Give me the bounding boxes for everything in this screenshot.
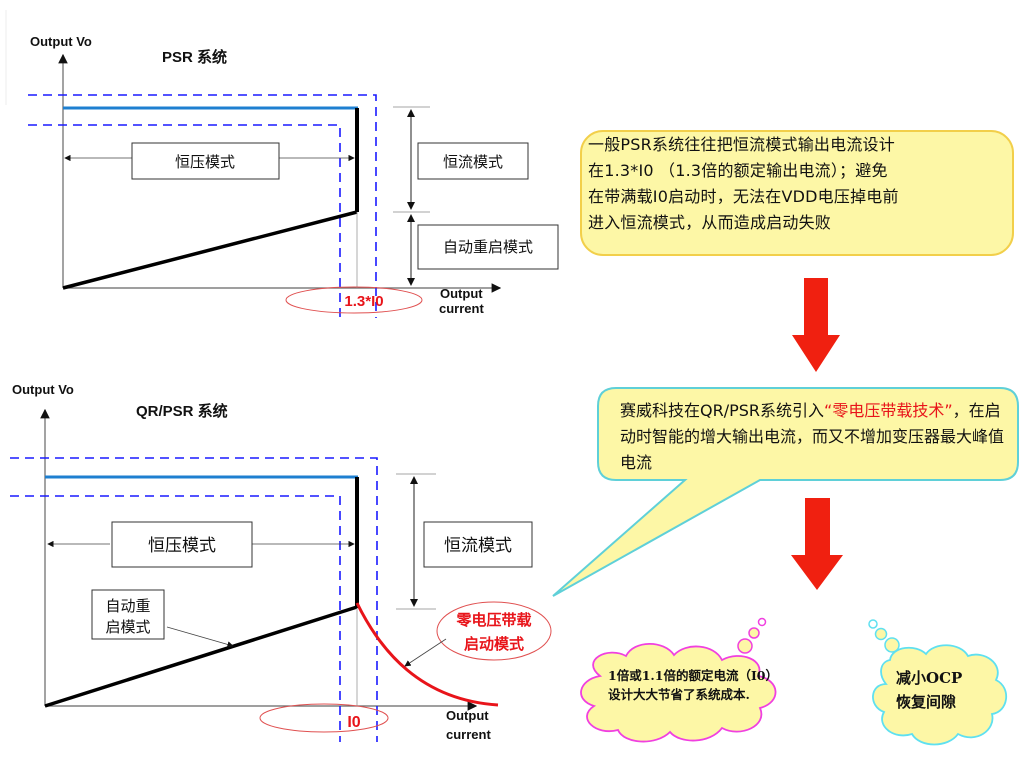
- auto-restart-pointer: [166, 626, 234, 648]
- top-dashed-inner: [28, 124, 341, 318]
- bottom-auto-restart-label-1: 自动重: [105, 597, 150, 615]
- note2-text: 赛威科技在QR/PSR系统引入“零电压带载技术”，在启动时智能的增大输出电流，而…: [620, 398, 1015, 476]
- zero-voltage-ellipse: [436, 601, 552, 661]
- note1-line: 在1.3*I0 （1.3倍的额定输出电流）；避免: [588, 161, 888, 180]
- note2-highlight: “零电压带载技术”: [824, 401, 953, 420]
- note2-prefix: 赛威科技在QR/PSR系统引入: [620, 401, 825, 420]
- bottom-dashed-outer: [10, 457, 378, 742]
- bottom-marker-ellipse: [259, 703, 389, 733]
- bottom-diagram: Output Vo QR/PSR 系统 恒压模式 恒流模式 自动重 启模式 零电…: [10, 382, 552, 742]
- bottom-cv-mode-box: [111, 521, 253, 568]
- top-x-axis-label-2: current: [439, 301, 484, 316]
- bottom-x-axis-label-2: current: [446, 727, 491, 742]
- bottom-auto-restart-label-2: 启模式: [105, 618, 150, 636]
- top-cc-mode-label: 恒流模式: [443, 153, 503, 171]
- top-diagram: Output Vo PSR 系统 恒压模式 恒流模式 自动重启模式 1.3*I0…: [5, 10, 559, 318]
- bottom-title: QR/PSR 系统: [136, 402, 228, 420]
- note1-box: [580, 130, 1014, 256]
- bottom-cv-mode-label: 恒压模式: [148, 536, 216, 556]
- bottom-cc-mode-box: [423, 521, 533, 568]
- bottom-zero-voltage-curve: [355, 602, 499, 707]
- top-y-axis-label: Output Vo: [30, 34, 92, 49]
- note1-line: 进入恒流模式，从而造成启动失败: [588, 213, 832, 232]
- cloud2-line-1: 减小OCP: [896, 669, 963, 687]
- bottom-dashed-inner: [10, 495, 341, 742]
- zero-voltage-pointer: [404, 638, 447, 667]
- top-cv-mode-box: [131, 142, 280, 180]
- bottom-x-axis-label-1: Output: [446, 708, 489, 723]
- top-x-axis-label-1: Output: [440, 286, 483, 301]
- cloud2-line-2: 恢复间隙: [896, 693, 957, 711]
- zero-voltage-label-1: 零电压带载: [455, 611, 531, 629]
- zero-voltage-label-2: 启动模式: [464, 635, 524, 653]
- top-dashed-outer: [28, 94, 377, 318]
- cloud1-text: 1倍或1.1倍的额定电流（I0）设计大大节省了系统成本.: [608, 668, 778, 702]
- note2-suffix: ，在启动时智能的增大输出电流，而又不增加变压器最大峰值电流: [620, 401, 1005, 472]
- top-marker-label: 1.3*I0: [344, 293, 383, 310]
- top-cc-mode-box: [417, 142, 529, 180]
- bottom-y-axis-label: Output Vo: [12, 382, 74, 397]
- cloud2-text: 减小OCP 恢复间隙: [896, 666, 996, 714]
- top-auto-restart-box: [417, 224, 559, 270]
- note1-text: 一般PSR系统往往把恒流模式输出电流设计 在1.3*I0 （1.3倍的额定输出电…: [588, 132, 1008, 236]
- down-arrow-1-icon: [792, 278, 840, 372]
- bottom-restart-line: [44, 605, 358, 708]
- cloud1-thought-bubble: [580, 617, 777, 743]
- bottom-marker-label: I0: [347, 714, 360, 731]
- top-marker-ellipse: [285, 286, 423, 314]
- top-title: PSR 系统: [162, 48, 227, 66]
- bottom-auto-restart-box: [91, 589, 165, 640]
- note2-callout: [552, 387, 1019, 597]
- bottom-cc-mode-label: 恒流模式: [444, 536, 512, 556]
- down-arrow-2-icon: [791, 498, 843, 590]
- note1-line: 在带满载I0启动时，无法在VDD电压掉电前: [588, 187, 899, 206]
- cloud2-thought-bubble: [868, 619, 1007, 746]
- note1-line: 一般PSR系统往往把恒流模式输出电流设计: [588, 135, 895, 154]
- top-restart-line: [62, 210, 358, 290]
- top-auto-restart-label: 自动重启模式: [443, 238, 533, 256]
- top-cv-mode-label: 恒压模式: [175, 153, 235, 171]
